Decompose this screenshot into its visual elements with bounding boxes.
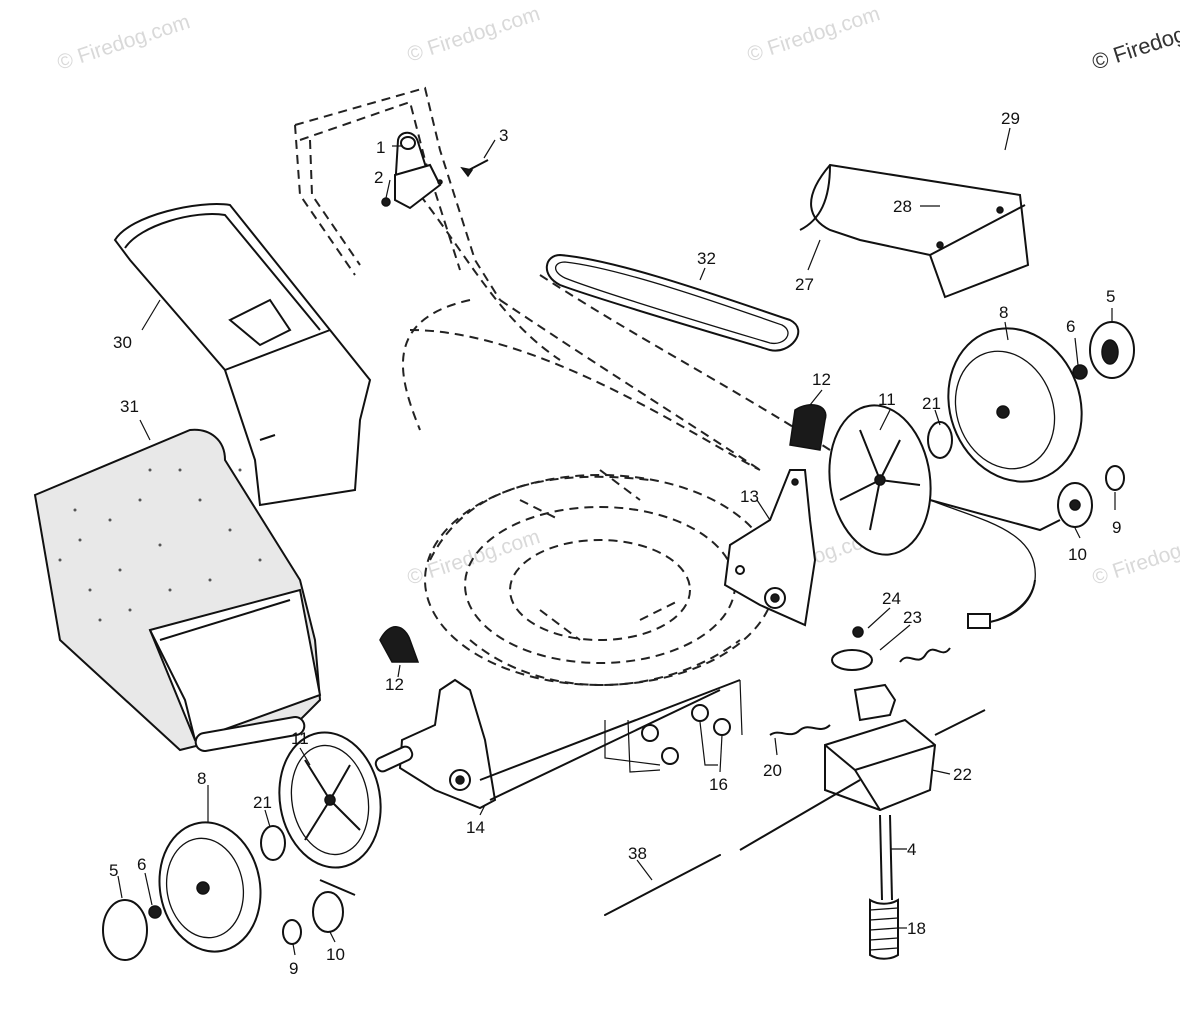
part-number: 9	[1112, 518, 1121, 537]
part-number: 10	[326, 945, 345, 964]
part-number: 32	[697, 249, 716, 268]
part-number: 11	[878, 390, 896, 409]
part-number: 38	[628, 844, 647, 863]
drive-cable	[929, 499, 1036, 626]
rear-wheel-right	[927, 321, 1135, 483]
part-number: 12	[385, 675, 404, 694]
part-number: 10	[1068, 545, 1087, 564]
callouts: 1 2 3 29 28 27 32 30 31 8 5 6 12 11 21 1…	[109, 109, 1121, 978]
part-number: 21	[922, 394, 941, 413]
watermark: © Firedog.com	[54, 10, 192, 75]
part-number: 5	[1106, 287, 1115, 306]
wheel-left	[158, 821, 262, 953]
part-number: 27	[795, 275, 814, 294]
part-number: 8	[197, 769, 206, 788]
part-number: 21	[253, 793, 272, 812]
part-number: 4	[907, 840, 916, 859]
part-number: 14	[466, 818, 485, 837]
part-number: 23	[903, 608, 922, 627]
rear-hub-left	[278, 731, 382, 869]
spring-23	[899, 647, 951, 663]
part-number: 3	[499, 126, 508, 145]
hubcap-left	[102, 899, 148, 961]
part-number: 2	[374, 168, 383, 187]
nuts	[479, 679, 743, 801]
handle-cover-left	[379, 626, 420, 663]
wheel-spring	[869, 898, 899, 960]
handle-outline	[294, 86, 501, 301]
part-number: 1	[376, 138, 385, 157]
part-number: 8	[999, 303, 1008, 322]
part-number: 20	[763, 761, 782, 780]
rod-38	[604, 854, 721, 916]
leader-lines	[117, 127, 1116, 956]
clip-right	[1105, 465, 1125, 491]
control-bracket	[381, 131, 489, 210]
cable-ferrule	[967, 613, 991, 629]
clip-left	[282, 919, 302, 945]
part-number: 31	[120, 397, 139, 416]
handle-cover-right	[789, 404, 827, 451]
watermark: © Firedog.com	[404, 2, 542, 67]
height-adjuster-right	[723, 469, 817, 627]
part-number: 16	[709, 775, 728, 794]
part-number: 24	[882, 589, 901, 608]
deck-outline	[402, 274, 831, 686]
part-number: 9	[289, 959, 298, 978]
part-number: 28	[893, 197, 912, 216]
rear-hub-right	[828, 404, 932, 556]
part-number: 12	[812, 370, 831, 389]
part-number: 22	[953, 765, 972, 784]
watermark: © Firedog.com	[404, 525, 542, 590]
drive-belt	[545, 253, 800, 352]
watermark: © Firedog.com	[744, 2, 882, 67]
pinion-left	[312, 891, 344, 933]
grass-bag	[33, 428, 322, 752]
transmission	[739, 626, 986, 901]
drive-cable-path	[419, 194, 561, 361]
part-number: 13	[740, 487, 759, 506]
drive-cable-end	[989, 579, 1036, 623]
watermark: © Firedog.com	[1089, 525, 1180, 590]
part-number: 5	[109, 861, 118, 880]
spring-20	[769, 724, 831, 736]
washer-left	[260, 825, 286, 861]
part-number: 18	[907, 919, 926, 938]
rear-guard	[799, 163, 1030, 299]
part-number: 6	[1066, 317, 1075, 336]
part-number: 30	[113, 333, 132, 352]
part-number: 11	[291, 729, 309, 748]
copyright-text: © Firedog.com	[1089, 6, 1180, 74]
height-adjuster-left	[374, 678, 497, 810]
part-number: 6	[137, 855, 146, 874]
part-number: 29	[1001, 109, 1020, 128]
bag-frame	[113, 203, 372, 507]
